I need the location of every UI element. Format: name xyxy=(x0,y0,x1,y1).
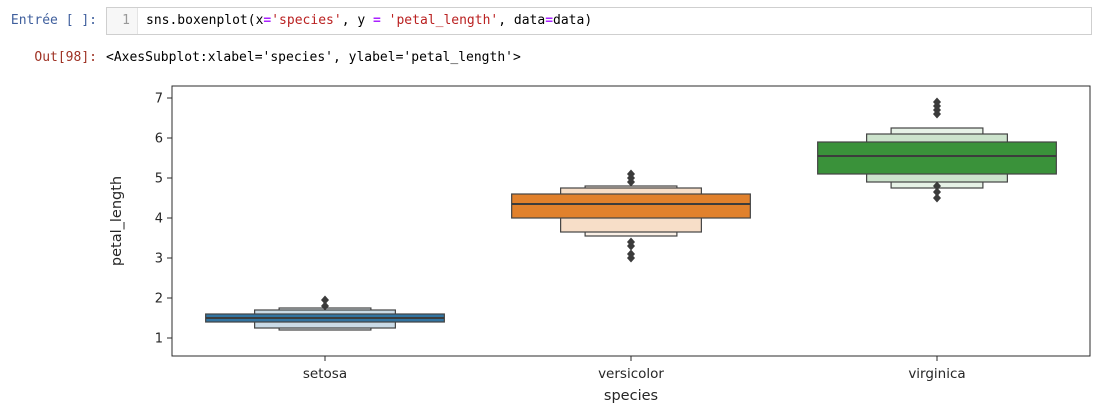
y-tick-label: 7 xyxy=(155,92,163,107)
y-tick-label: 5 xyxy=(155,172,163,187)
boxen-group-virginica xyxy=(817,97,1057,203)
x-tick-label: setosa xyxy=(303,366,347,382)
code-line[interactable]: sns.boxenplot(x='species', y = 'petal_le… xyxy=(138,8,600,34)
outlier-diamond xyxy=(627,237,635,247)
code-token: = xyxy=(263,13,272,28)
x-tick-label: versicolor xyxy=(598,366,664,382)
outlier-diamond xyxy=(933,181,941,191)
y-axis-label: petal_length xyxy=(109,176,125,266)
y-axis: 1 2 3 4 5 6 7 petal_length xyxy=(109,92,172,347)
letter-value-box xyxy=(817,141,1057,175)
y-tick-label: 4 xyxy=(155,212,163,227)
line-number: 1 xyxy=(122,13,130,28)
code-token: data) xyxy=(553,13,593,28)
code-token: 'petal_length' xyxy=(388,13,499,28)
outlier-diamond xyxy=(627,249,635,259)
outlier-diamond xyxy=(933,97,941,107)
code-token: sns.boxenplot(x xyxy=(146,13,264,28)
code-token xyxy=(381,13,389,28)
y-tick-label: 6 xyxy=(155,132,163,147)
code-editor[interactable]: 1 sns.boxenplot(x='species', y = 'petal_… xyxy=(106,7,1092,35)
boxen-group-setosa xyxy=(205,295,445,331)
x-tick-label: virginica xyxy=(908,366,965,382)
code-token: , data xyxy=(498,13,546,28)
input-prompt: Entrée [ ]: xyxy=(10,13,97,28)
code-cell: Entrée [ ]: 1 sns.boxenplot(x='species',… xyxy=(0,7,1101,35)
y-tick-label: 3 xyxy=(155,252,163,267)
line-number-gutter: 1 xyxy=(107,8,138,34)
outlier-diamond xyxy=(321,301,329,311)
outlier-diamond xyxy=(321,295,329,305)
code-token: = xyxy=(373,13,381,28)
letter-value-box xyxy=(511,193,751,219)
code-token: , y xyxy=(341,13,373,28)
outlier-diamond xyxy=(933,187,941,197)
y-tick-label: 2 xyxy=(155,292,163,307)
output-text-repr: <AxesSubplot:xlabel='species', ylabel='p… xyxy=(106,50,521,65)
output-prompt: Out[98]: xyxy=(34,50,97,65)
code-token: = xyxy=(545,13,554,28)
outlier-diamond xyxy=(627,169,635,179)
outlier-diamond xyxy=(933,193,941,203)
x-axis-label: species xyxy=(604,388,658,404)
output-cell: Out[98]: <AxesSubplot:xlabel='species', … xyxy=(0,44,1101,68)
x-axis: species setosa versicolor virginica xyxy=(303,356,966,404)
y-tick-label: 1 xyxy=(155,332,163,347)
code-token: 'species' xyxy=(271,13,342,28)
boxen-group-versicolor xyxy=(511,169,751,263)
